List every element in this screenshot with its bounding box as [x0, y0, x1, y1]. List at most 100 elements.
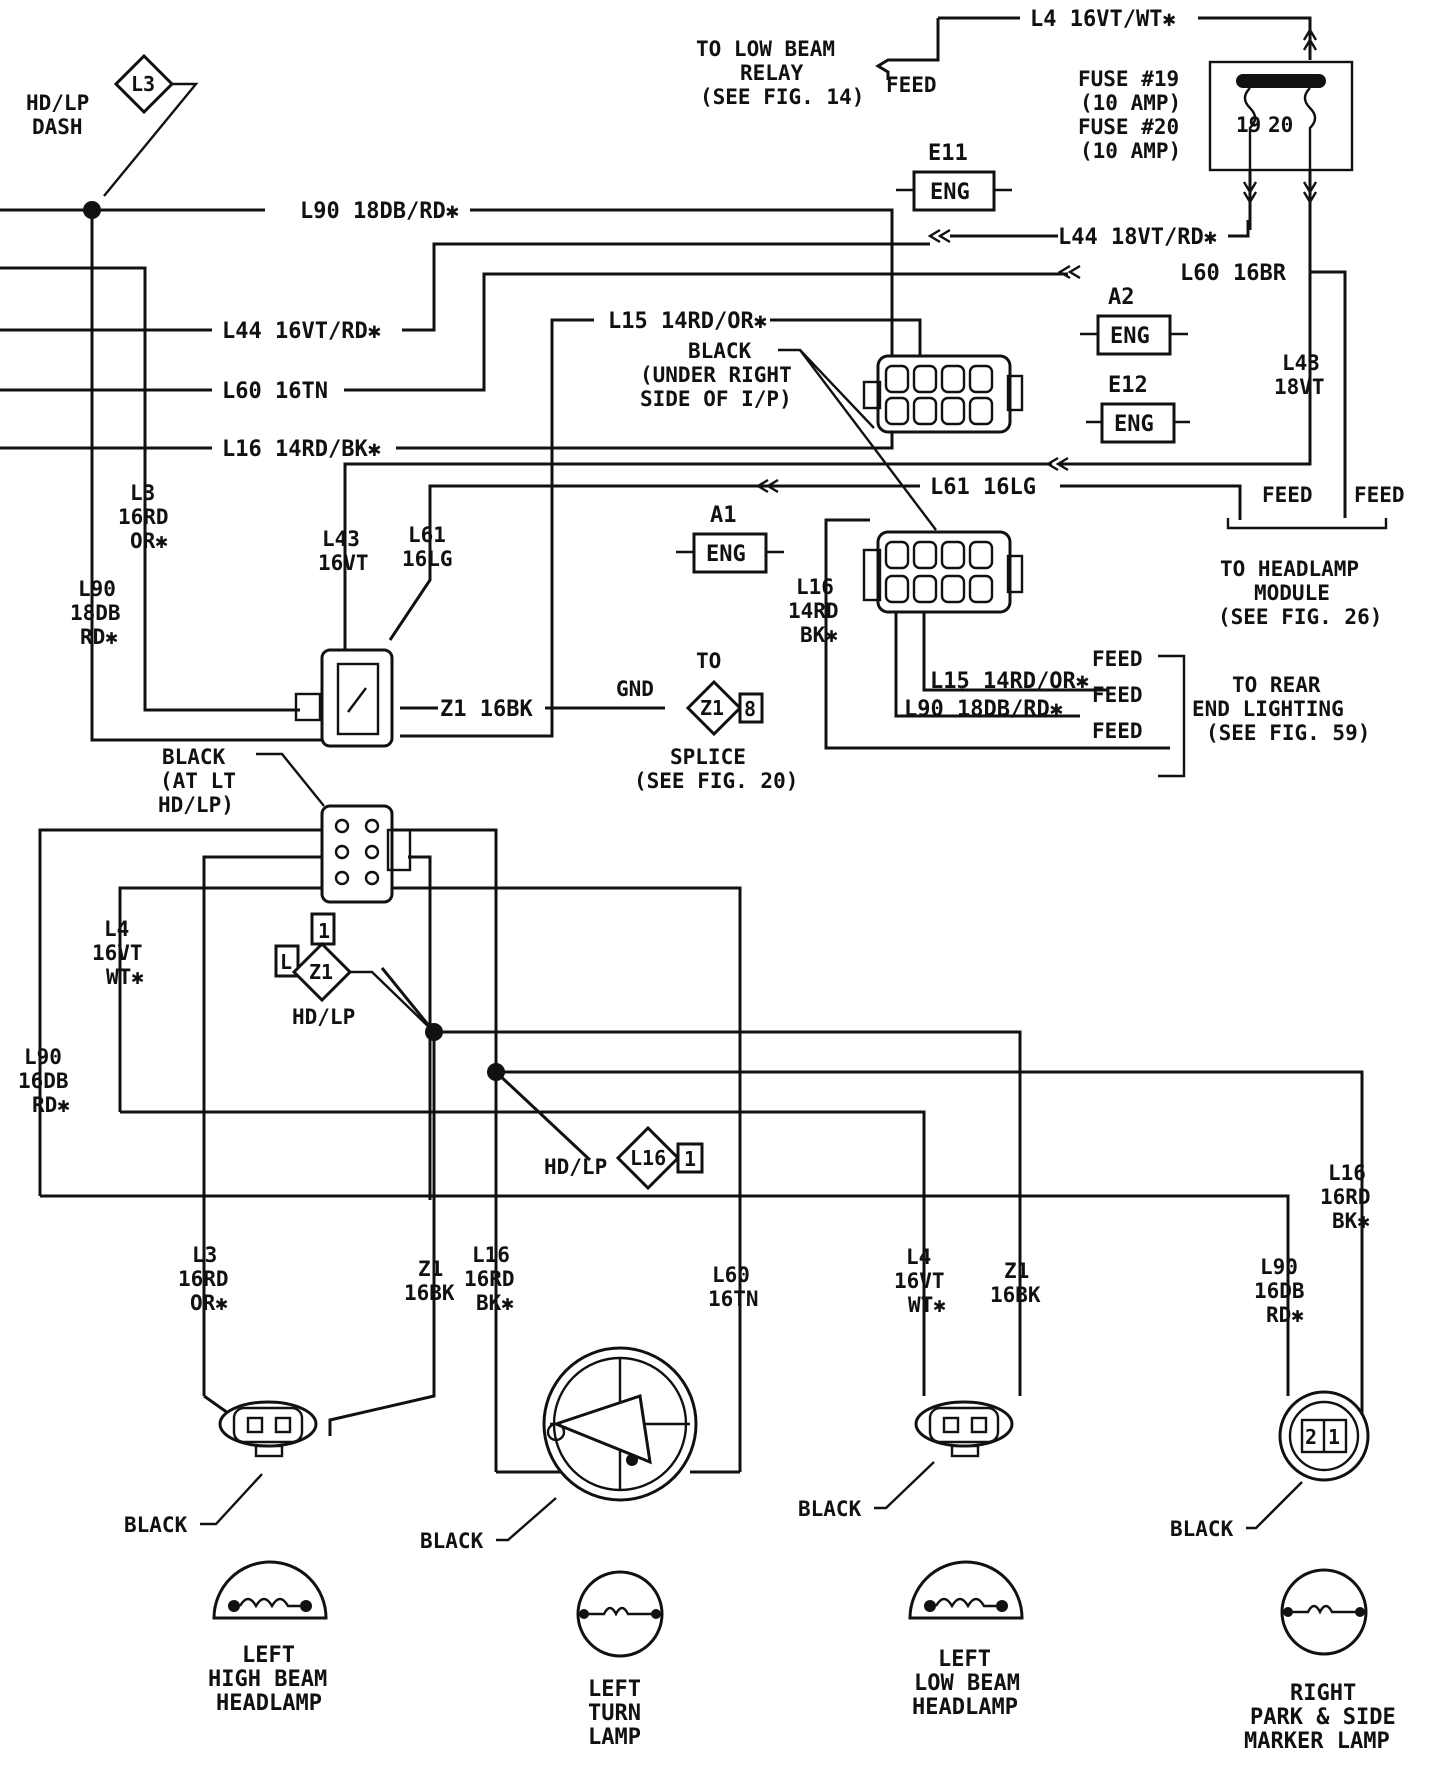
splice-z1-lower-diamond: [291, 941, 353, 1003]
marker-lamp-symbol: [1280, 1568, 1368, 1656]
fuse-line1: FUSE #19: [1078, 67, 1179, 91]
l90-upper-line3: RD✱: [80, 625, 118, 649]
headlamp-module-line3: (SEE FIG. 26): [1218, 605, 1382, 629]
l16-14rd-line1: L16: [796, 575, 834, 599]
fuse-20-label: 20: [1268, 113, 1293, 137]
l3-lower-line1: L3: [192, 1243, 217, 1267]
black-under-ip-line3: SIDE OF I/P): [640, 387, 792, 411]
wire-label-l90-dash: L90 18DB/RD✱: [300, 199, 459, 224]
high-beam-line1: LEFT: [242, 1643, 295, 1668]
high-beam-line3: HEADLAMP: [216, 1691, 322, 1716]
splices: L3 Z1 8 L 1 Z1 L16 1: [103, 53, 764, 1191]
a2-label: A2: [1108, 285, 1135, 310]
feed-headlamp-1: FEED: [1262, 483, 1313, 507]
l60-lower-line1: L60: [712, 1263, 750, 1287]
l16-14rd-line2: 14RD: [788, 599, 839, 623]
l16-center-line1: L16: [472, 1243, 510, 1267]
splice-l16-side: 1: [684, 1147, 696, 1171]
a1-eng-box: [692, 532, 768, 574]
l16-14rd-line3: BK✱: [800, 623, 838, 647]
l4-right-line1: L4: [906, 1245, 931, 1269]
hdlp-z1-label: HD/LP: [292, 1005, 355, 1029]
l3-upper-line3: OR✱: [130, 529, 168, 553]
turn-line3: LAMP: [588, 1725, 641, 1750]
feed-rear-2: FEED: [1092, 683, 1143, 707]
turn-lamp-socket: [542, 1346, 698, 1502]
wire-label-l60-dash: L60 16TN: [222, 379, 328, 404]
l3-lower-line2: 16RD: [178, 1267, 229, 1291]
z1-left-line2: 16BK: [404, 1281, 455, 1305]
fuse-elements: [1236, 74, 1326, 170]
headlamp-module-line2: MODULE: [1254, 581, 1330, 605]
splice-l16-text: L16: [630, 1146, 666, 1170]
black-lt-hdlp-line1: BLACK: [162, 745, 226, 769]
feed-rear-3: FEED: [1092, 719, 1143, 743]
wire-label-l44-right: L44 18VT/RD✱: [1058, 225, 1217, 250]
hdlp-l16-label: HD/LP: [544, 1155, 607, 1179]
ip-connector-upper: [862, 354, 1024, 434]
wire-label-l90-lower: L90 18DB/RD✱: [904, 697, 1063, 722]
l16-right-line2: 16RD: [1320, 1185, 1371, 1209]
marker-lamp-socket: [1278, 1390, 1370, 1482]
l4-right-line2: 16VT: [894, 1269, 945, 1293]
wire-label-l61-mid: L61 16LG: [930, 475, 1036, 500]
z1-right-line1: Z1: [1004, 1259, 1029, 1283]
ip-connector-lower: [862, 530, 1024, 614]
l43-16vt-line2: 16VT: [318, 551, 369, 575]
wire-label-l15-top: L15 14RD/OR✱: [608, 309, 767, 334]
connectors: 2 1 BLACK BLACK BLACK BLACK: [124, 348, 1370, 1553]
headlamp-module-line1: TO HEADLAMP: [1220, 557, 1359, 581]
black-under-ip-line1: BLACK: [688, 339, 752, 363]
l61-16lg-line2: 16LG: [402, 547, 453, 571]
splice-line2: (SEE FIG. 20): [634, 769, 798, 793]
marker-line2: PARK & SIDE: [1250, 1705, 1396, 1730]
black-label-high-beam: BLACK: [124, 1513, 188, 1537]
high-beam-connector: [218, 1400, 318, 1458]
left-hdlp-connector-upper: [294, 648, 394, 748]
l43-18vt-line1: L43: [1282, 351, 1320, 375]
rear-lighting-line3: (SEE FIG. 59): [1206, 721, 1370, 745]
l60-lower-line2: 16TN: [708, 1287, 759, 1311]
splice-line1: SPLICE: [670, 745, 746, 769]
marker-pin-1: 1: [1328, 1425, 1340, 1449]
l90-right-line1: L90: [1260, 1255, 1298, 1279]
l16-right-line3: BK✱: [1332, 1209, 1370, 1233]
left-hdlp-connector-lower: [320, 804, 412, 904]
l16-center-line3: BK✱: [476, 1291, 514, 1315]
a2-eng-box: [1096, 314, 1172, 356]
feed-rear-1: FEED: [1092, 647, 1143, 671]
l90-left-line2: 16DB: [18, 1069, 69, 1093]
fuse-19-label: 19: [1236, 113, 1261, 137]
e12-eng-text: ENG: [1114, 412, 1154, 437]
inline-connector-chevrons: [755, 27, 1318, 494]
low-beam-relay-line3: (SEE FIG. 14): [700, 85, 864, 109]
black-label-low-beam: BLACK: [798, 1497, 862, 1521]
marker-line3: MARKER LAMP: [1244, 1729, 1390, 1754]
black-label-marker: BLACK: [1170, 1517, 1234, 1541]
feed-low-beam: FEED: [886, 73, 937, 97]
a1-eng-text: ENG: [706, 542, 746, 567]
gnd-label: GND: [616, 677, 654, 701]
l90-upper-line2: 18DB: [70, 601, 121, 625]
e11-eng-text: ENG: [930, 180, 970, 205]
splice-l3-text: L3: [131, 72, 155, 96]
marker-line1: RIGHT: [1290, 1681, 1356, 1706]
splice-l3-diamond: [113, 53, 175, 115]
wire-label-l60-right: L60 16BR: [1180, 261, 1287, 286]
wire-label-l4-top: L4 16VT/WT✱: [1030, 7, 1176, 32]
low-beam-relay-line1: TO LOW BEAM: [696, 37, 835, 61]
l16-right-line1: L16: [1328, 1161, 1366, 1185]
wire-label-l44-dash: L44 16VT/RD✱: [222, 319, 381, 344]
splice-z1-lower-side: L: [280, 950, 292, 974]
marker-pin-2: 2: [1305, 1425, 1317, 1449]
l61-16lg-line1: L61: [408, 523, 446, 547]
black-label-turn: BLACK: [420, 1529, 484, 1553]
fuse-line4: (10 AMP): [1080, 139, 1181, 163]
rear-lighting-line2: END LIGHTING: [1192, 697, 1344, 721]
black-lt-hdlp-line3: HD/LP): [158, 793, 234, 817]
high-beam-lamp-symbol: [212, 1560, 328, 1620]
z1-left-line1: Z1: [418, 1257, 443, 1281]
splice-z1-gnd-diamond: [685, 679, 743, 737]
hdlp-dash-line1: HD/LP: [26, 91, 89, 115]
turn-line2: TURN: [588, 1701, 641, 1726]
